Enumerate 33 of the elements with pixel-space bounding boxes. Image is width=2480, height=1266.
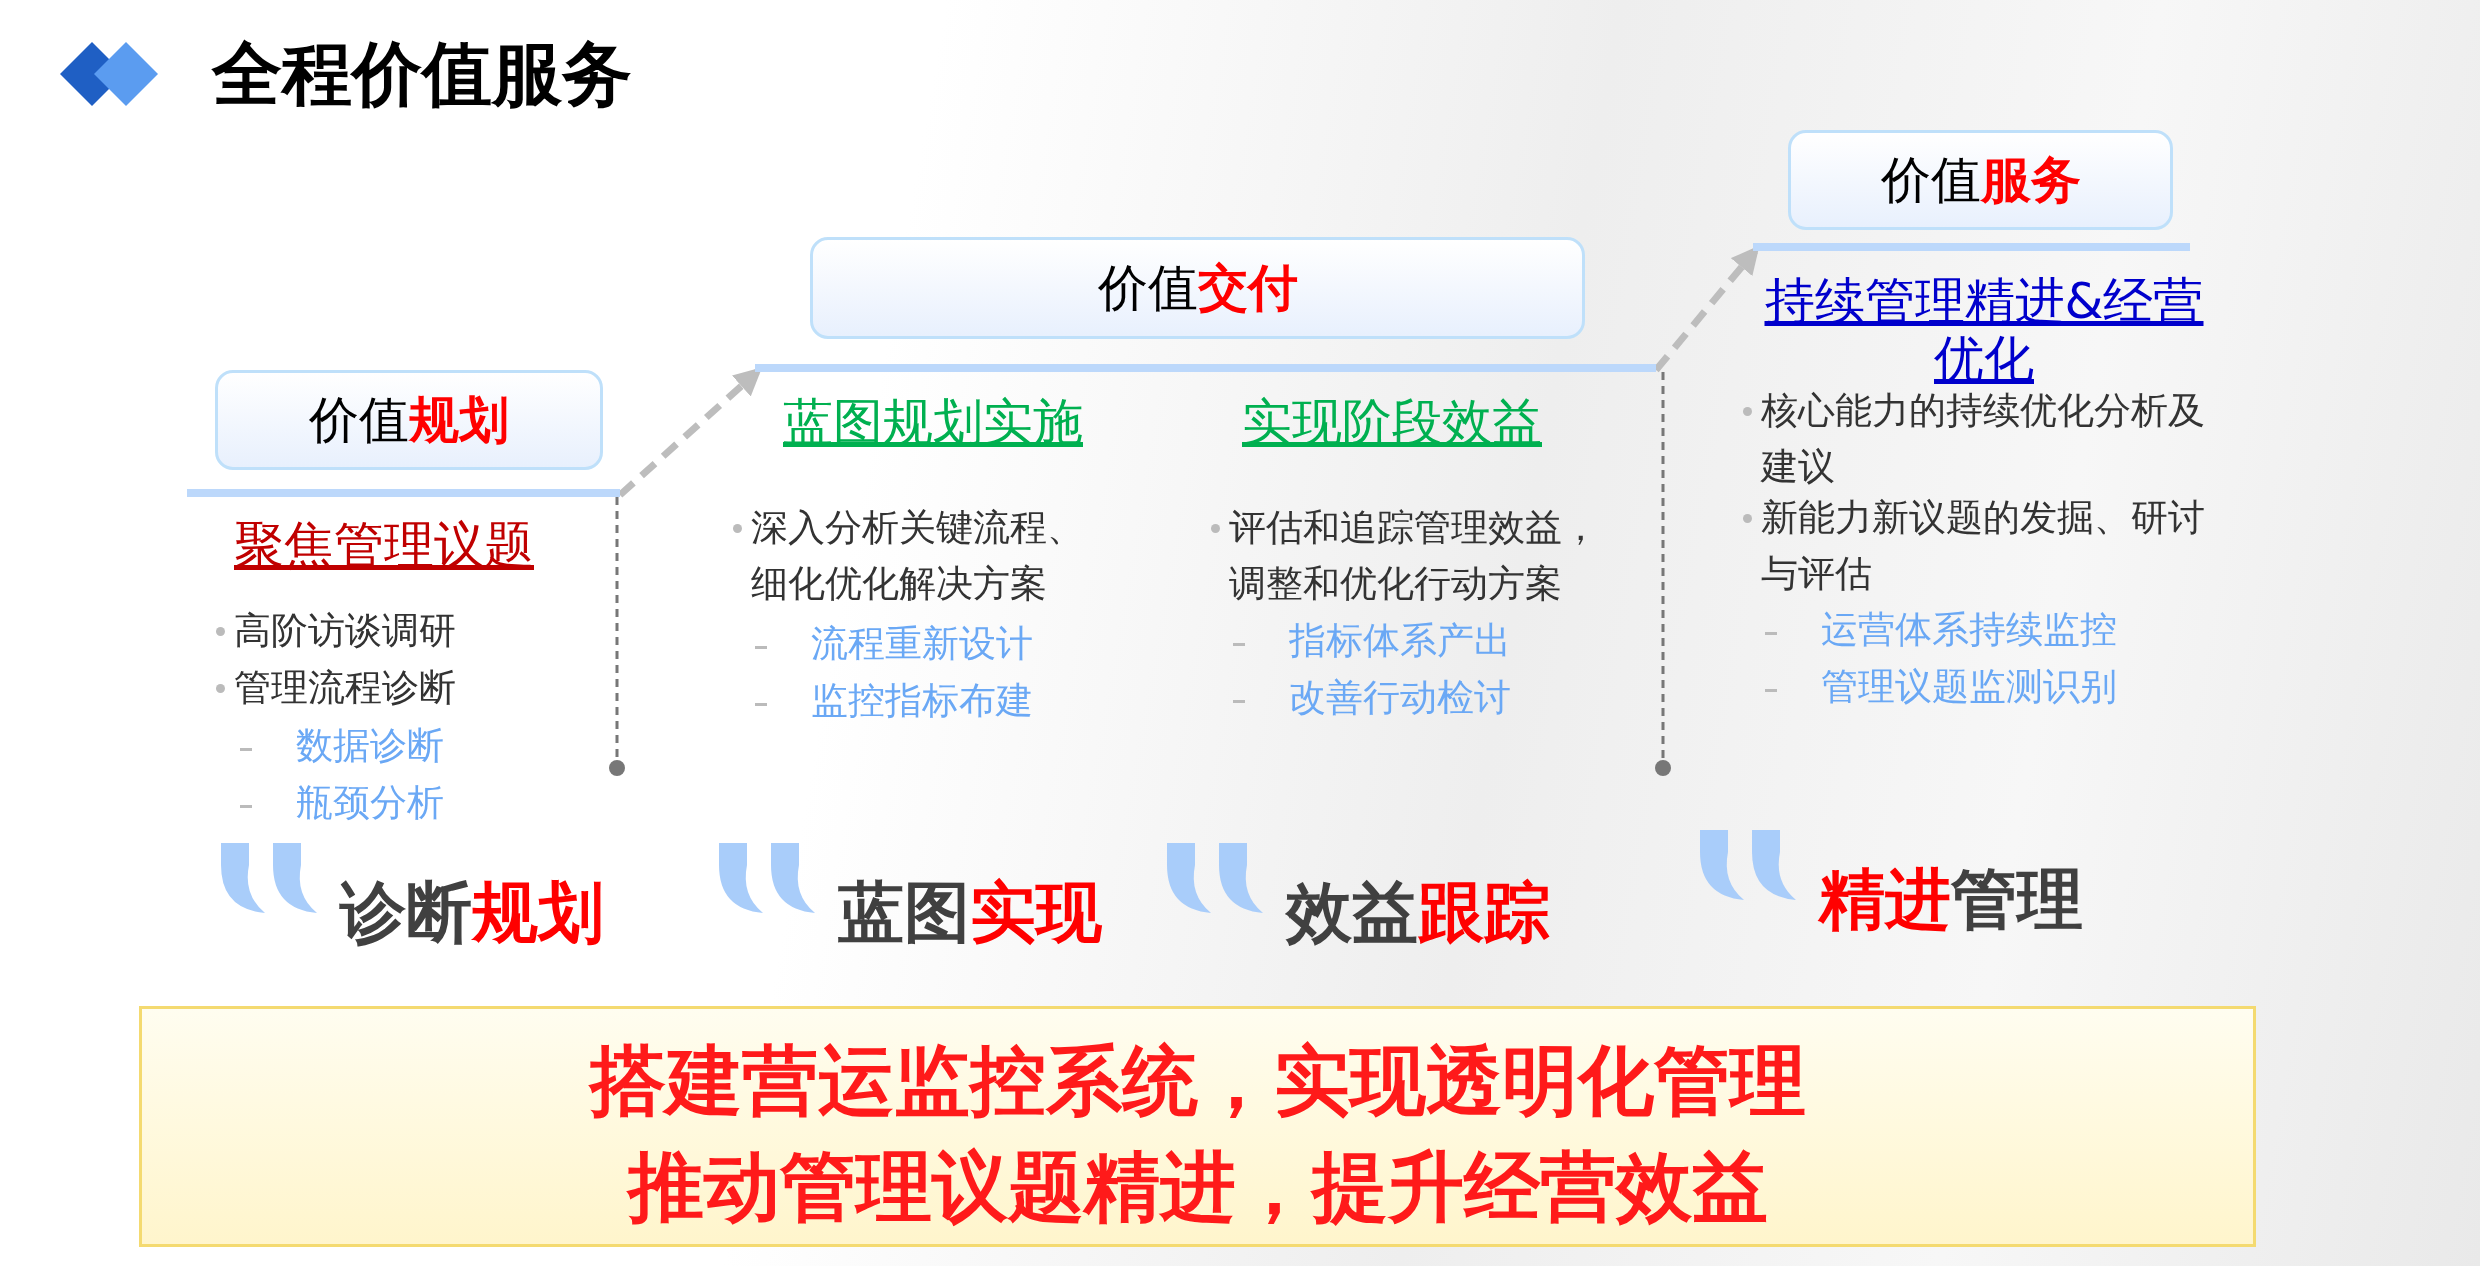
- sub-item-text: 指标体系产出: [1289, 618, 1511, 664]
- sub-item-text: 监控指标布建: [811, 678, 1033, 724]
- dashed-arrow: [617, 367, 763, 498]
- sub-item-text: 运营体系持续监控: [1821, 607, 2117, 653]
- bullet-text: 管理流程诊断: [234, 665, 457, 711]
- sub-item-text: 瓶颈分析: [296, 780, 444, 826]
- slogan-text: 诊断规划: [340, 873, 604, 953]
- section-heading: 持续管理精进&经营优化: [1763, 272, 2205, 388]
- stage-header: [755, 237, 1656, 372]
- sub-item-text: 流程重新设计: [811, 621, 1033, 667]
- section-heading: 实现阶段效益: [1241, 393, 1543, 451]
- stage-header: [187, 370, 620, 497]
- bullet-text: 高阶访谈调研: [234, 608, 457, 654]
- stage-title-box: 价值规划: [215, 370, 603, 470]
- bullet-text: 新能力新议题的发掘、研讨与评估: [1761, 495, 2206, 597]
- sub-item-text: 管理议题监测识别: [1821, 664, 2117, 710]
- section-heading: 蓝图规划实施: [782, 393, 1084, 451]
- slogan-text: 效益跟踪: [1286, 873, 1550, 953]
- stage-header: [1753, 130, 2190, 251]
- banner-text: 推动管理议题精进，提升经营效益: [625, 1141, 1769, 1233]
- sub-item-text: 改善行动检讨: [1289, 675, 1511, 721]
- stage-title-box: 价值服务: [1788, 130, 2173, 230]
- stage-title-box: 价值交付: [810, 237, 1585, 339]
- bullet-text: 核心能力的持续优化分析及建议: [1761, 388, 2206, 490]
- section-heading: 聚焦管理议题: [233, 516, 535, 574]
- slogan-text: 蓝图实现: [838, 873, 1102, 953]
- banner-text: 搭建营运监控系统，实现透明化管理: [587, 1035, 1807, 1127]
- bullet-text: 评估和追踪管理效益，调整和优化行动方案: [1229, 505, 1600, 607]
- slogan-text: 精进管理: [1819, 860, 2083, 940]
- sub-item-text: 数据诊断: [296, 723, 444, 769]
- banner-box: [139, 1006, 2256, 1247]
- title: 全程价值服务: [212, 32, 632, 117]
- bullet-text: 深入分析关键流程、细化优化解决方案: [751, 505, 1085, 607]
